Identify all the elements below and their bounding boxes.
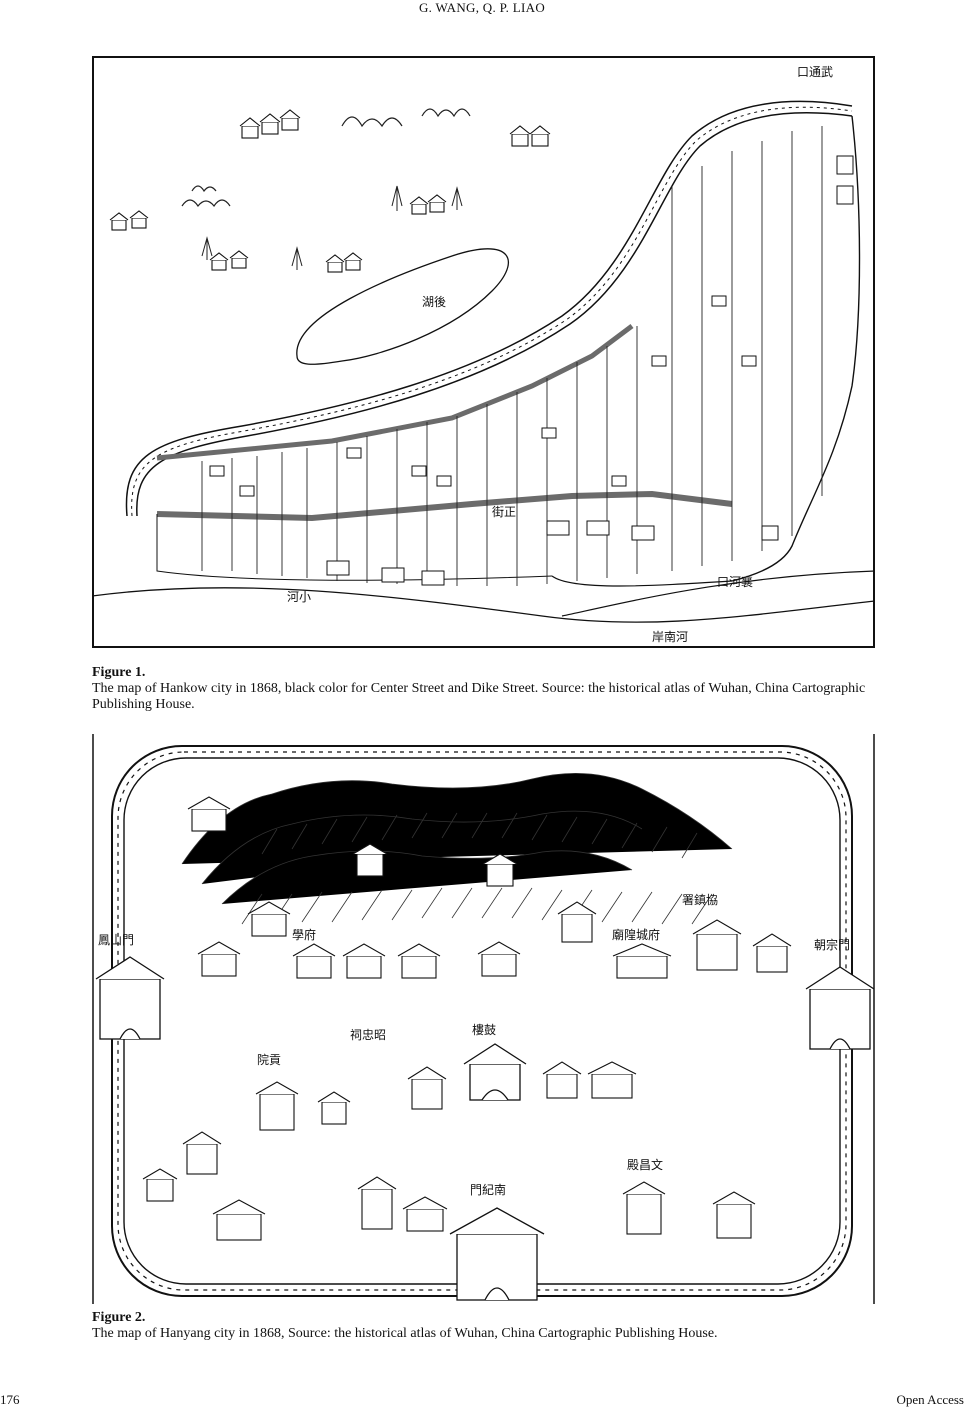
main-street-label: 街正 [492,505,516,519]
literary-hall-label: 殿昌文 [627,1157,663,1172]
south-boundary [551,575,733,587]
figure-1-map: 湖後 河小 岸南河 口河襄 口通武 街正 [92,56,875,648]
wuhan-mouth-label: 口通武 [797,65,833,79]
east-gate-tower [805,966,875,1050]
mountain-hatching [181,772,733,925]
figure-1-caption: Figure 1. The map of Hankow city in 1868… [92,665,882,713]
lake-label: 湖後 [422,294,446,309]
south-gate-label: 門紀南 [470,1182,506,1197]
figure-2-caption-text: The map of Hanyang city in 1868, Source:… [92,1326,718,1341]
south-gate-tower [449,1207,545,1301]
running-head: G. WANG, Q. P. LIAO [418,0,546,15]
east-gate-label: 朝宗門 [814,937,850,952]
figure-1-caption-text: The map of Hankow city in 1868, black co… [92,681,866,712]
school-office-label: 學府 [292,927,316,942]
figure-2-label: Figure 2. [92,1310,146,1325]
dike-street [156,324,634,461]
city-wall [125,100,853,517]
drum-tower-label: 樓鼓 [472,1022,496,1037]
rear-lake [296,248,509,365]
east-boundary [731,115,861,582]
west-gate-tower [95,956,165,1040]
west-gate-label: 鳳山門 [98,933,134,947]
official-buildings [142,796,792,1241]
south-shore-label: 岸南河 [652,629,688,644]
small-river-label: 河小 [287,590,311,604]
center-street [156,490,733,522]
trees [201,185,463,270]
mountains [181,108,471,208]
hanyang-map-drawing: 鳳山門 朝宗門 門紀南 樓鼓 [92,734,875,1304]
figure-2-caption: Figure 2. The map of Hanyang city in 186… [92,1310,882,1342]
small-river [92,587,875,623]
map-frame [92,56,875,648]
west-boundary [156,514,553,581]
page-number: 176 [0,1392,20,1407]
city-buildings [209,155,854,586]
temple-label: 廟隍城府 [612,927,660,942]
open-access-label: Open Access [896,1392,964,1407]
hankow-map-drawing: 湖後 河小 岸南河 口河襄 口通武 街正 [92,56,875,648]
figure-1-label: Figure 1. [92,665,146,680]
drum-tower [463,1043,527,1101]
han-river-shore [561,570,875,617]
figure-2-map: 鳳山門 朝宗門 門紀南 樓鼓 [92,734,875,1304]
academy-label: 院貢 [257,1053,281,1067]
shrine-label: 祠忠昭 [350,1028,386,1042]
villages [109,109,551,273]
town-office-label: 署鎮協 [682,892,718,907]
